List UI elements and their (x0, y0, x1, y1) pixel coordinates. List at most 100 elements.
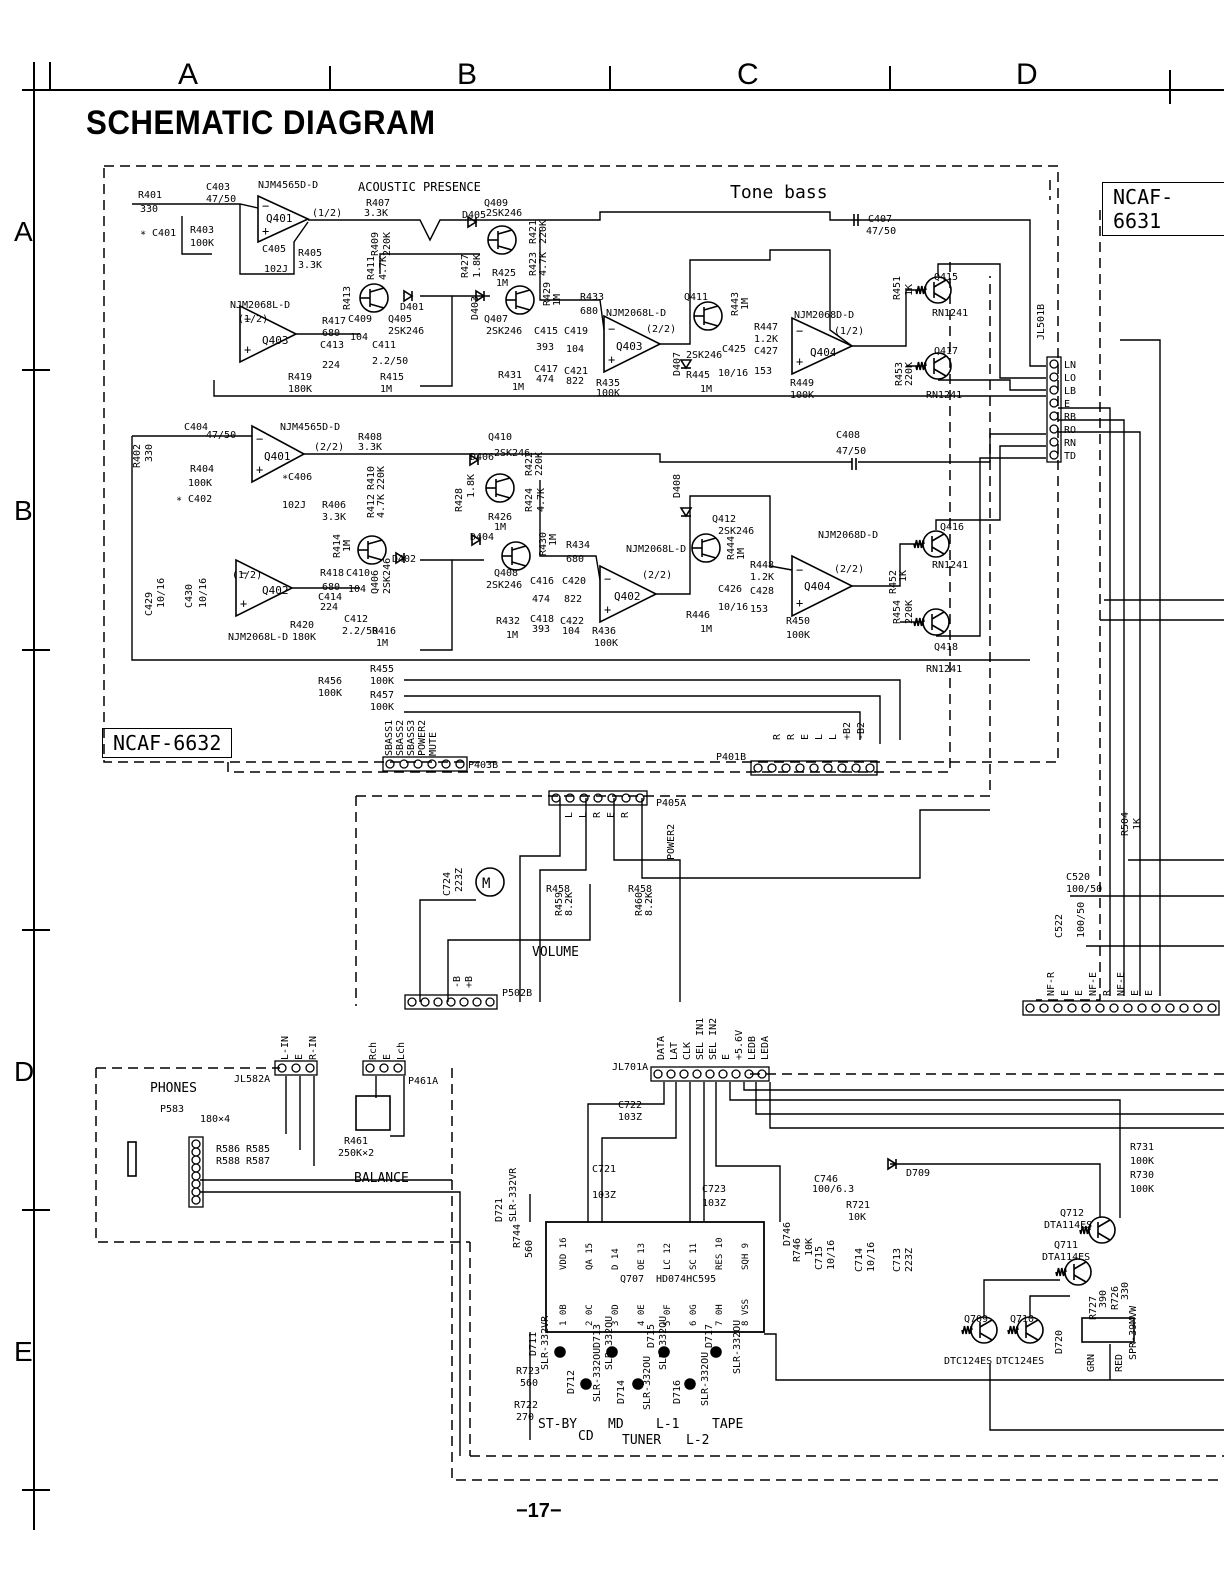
label-connectors-p461a_pins-2: Lch (396, 1042, 407, 1060)
label-connectors-jl582a_pins-1: E (294, 1054, 305, 1060)
label-connectors-jl701a_pins-3: SEL IN1 (695, 1018, 706, 1060)
resistor-symbol (913, 617, 925, 627)
label-connectors-p401b_pins-0: R (772, 733, 783, 740)
label-components-c418: C418 (530, 614, 554, 625)
label-components-c714: C714 (854, 1248, 865, 1272)
fet-drain (515, 289, 531, 295)
diode-d404 (471, 533, 482, 547)
label-components-r424_v: 4.7K (536, 488, 547, 512)
label-components-r746_v: 10K (804, 1238, 815, 1256)
diode-d401 (403, 289, 414, 303)
label-components-r451: R451 (892, 276, 903, 300)
connector-jl701a-pin (705, 1069, 715, 1079)
fet-drain (703, 305, 719, 311)
label-led_labels-6: TAPE (712, 1417, 743, 1432)
label-components-r744_v: 560 (524, 1240, 535, 1258)
wire (1058, 431, 1141, 996)
label-connectors-p405a_pins-3: E (606, 812, 617, 818)
label-components-d712: D712 (566, 1370, 577, 1394)
label-components-r454: R454 (892, 600, 903, 624)
label-components-r458a: R458 (546, 884, 570, 895)
wire (1029, 1295, 1070, 1316)
label-components-d406: D406 (470, 452, 494, 463)
label-led_labels-0: ST-BY (538, 1417, 577, 1432)
connector-p403b-pin (399, 759, 409, 769)
label-components-r726: R726 (1110, 1286, 1121, 1310)
wire (890, 1163, 1101, 1218)
label-components-d408: D408 (672, 474, 683, 498)
wire (1120, 339, 1161, 996)
connector-jl501b-pin (1049, 437, 1059, 447)
phones-label: PHONES (150, 1081, 197, 1096)
label-components-r730_v: 100K (1130, 1184, 1154, 1195)
connector-right-edge-pin (1193, 1003, 1203, 1013)
wire (539, 480, 601, 581)
connector-jl701a-pin (666, 1069, 676, 1079)
connector-p405a-pin (579, 793, 589, 803)
label-components-r429: R429 (542, 282, 553, 306)
label-connectors-jl701a: JL701A (612, 1062, 648, 1073)
connector-right-edge-pin (1165, 1003, 1175, 1013)
fet-drain (369, 287, 385, 293)
label-components-d721_v: SLR-332VR (508, 1167, 519, 1222)
label-components-r457: R457 (370, 690, 394, 701)
connector-right-edge-pin (1179, 1003, 1189, 1013)
label-components-c405_v: 102J (264, 264, 288, 275)
label-connectors-p403b_pins-1: SBASS2 (395, 720, 406, 756)
resistor-symbol (961, 1325, 973, 1335)
label-connectors-jl701a_pins-0: DATA (656, 1036, 667, 1060)
connector-p401b-pin (795, 763, 805, 773)
label-ic_labels-q404a_half: (1/2) (834, 326, 864, 337)
connector-p461a-pin (379, 1063, 389, 1073)
label-components-c429: C429 (144, 592, 155, 616)
opamp-minus: − (796, 324, 803, 338)
label-components-r731: R731 (1130, 1142, 1154, 1153)
label-transistors-q710_type: DTC124ES (996, 1356, 1044, 1367)
bicolor-led-d720 (1081, 1317, 1135, 1343)
opamp-plus: + (240, 597, 247, 611)
label-ic_labels-q403b_half: (2/2) (646, 324, 676, 335)
label-components-r432_v: 1M (506, 630, 518, 641)
label-connectors-right_pins-5: NF-E (1116, 972, 1127, 996)
label-ic_labels-q402a_half: (1/2) (232, 570, 262, 581)
connector-jl501b-pin (1049, 385, 1059, 395)
opamp-q402-2 (599, 564, 658, 624)
label-ic595_pins_bottom-1: 2 0C (585, 1304, 595, 1326)
wire (308, 211, 1046, 367)
label-components-c713_v: 223Z (904, 1248, 915, 1272)
label-components-c403_v: 47/50 (206, 194, 236, 205)
bjt-emitter (933, 368, 947, 377)
phones-terminal-strip-pin (191, 1155, 201, 1165)
label-components-d715_v: SLR-332OU (658, 1316, 669, 1370)
label-transistors-q712: Q712 (1060, 1208, 1084, 1219)
label-components-r746: R746 (792, 1238, 803, 1262)
opamp-minus: − (256, 432, 263, 446)
label-components-c426_v: 10/16 (718, 602, 748, 613)
label-components-r431_v: 1M (512, 382, 524, 393)
label-components-d714_v: SLR-332OU (642, 1356, 653, 1410)
connector-p502b-pin (407, 997, 417, 1007)
label-components-c422: C422 (560, 616, 584, 627)
opamp-minus: − (262, 199, 269, 213)
label-components-r404: R404 (190, 464, 214, 475)
label-components-r421_v: 220K (538, 220, 549, 244)
wire (420, 295, 453, 387)
label-ic_labels-q402b_half: (2/2) (642, 570, 672, 581)
label-components-r586: R586 (216, 1144, 240, 1155)
wire (404, 695, 881, 744)
label-connectors-p401b_pins-4: L (828, 734, 839, 740)
label-components-r402_v: 330 (144, 444, 155, 462)
label-transistors-q408: Q408 (494, 568, 518, 579)
label-transistors-q416: Q416 (940, 522, 964, 533)
label-connectors-p502b: P502B (502, 988, 532, 999)
opamp-q404-1 (791, 316, 854, 376)
label-components-c522_v: 100/50 (1076, 902, 1087, 938)
label-ic_labels-q401a_type: NJM4565D-D (258, 180, 318, 191)
wire (239, 204, 309, 275)
label-components-r423_v: 4.7K (538, 252, 549, 276)
label-components-r426_v: 1M (494, 522, 506, 533)
label-ic_labels-q404b: Q404 (804, 580, 831, 593)
wire (989, 1364, 1224, 1431)
label-ic_labels-q404a_type: NJM2068D-D (794, 310, 854, 321)
wire (419, 899, 476, 1002)
